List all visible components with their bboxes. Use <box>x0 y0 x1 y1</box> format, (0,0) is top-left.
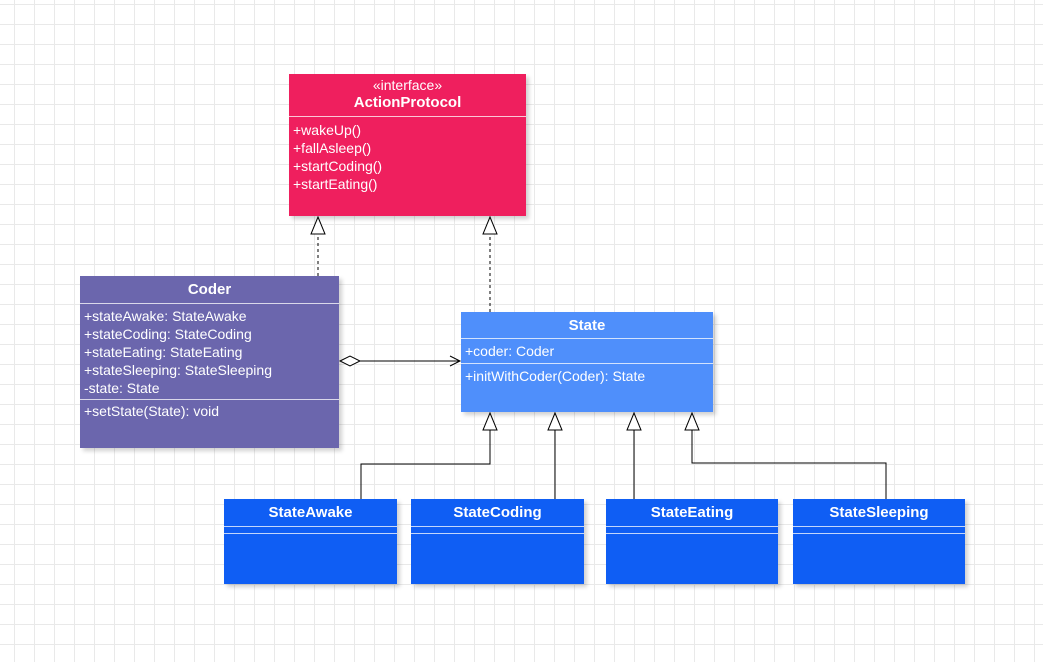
statecoding-generalization-arrowhead <box>547 411 563 431</box>
state-realization-arrowhead <box>482 215 498 235</box>
class-coder[interactable]: Coder +stateAwake: StateAwake +stateCodi… <box>80 276 339 448</box>
statesleeping-generalization-line <box>691 430 887 499</box>
attributes-section <box>224 527 397 534</box>
operation-item: +fallAsleep() <box>293 140 372 156</box>
operation-item: +startCoding() <box>293 158 383 174</box>
attributes-section: +coder: Coder <box>461 339 713 364</box>
class-action-protocol[interactable]: «interface» ActionProtocol +wakeUp() +fa… <box>289 74 526 216</box>
class-header: StateSleeping <box>793 499 965 527</box>
attribute-item: +stateAwake: StateAwake <box>84 308 247 324</box>
attributes-section: +stateAwake: StateAwake +stateCoding: St… <box>80 304 339 400</box>
attributes-section <box>793 527 965 534</box>
attribute-item: -state: State <box>84 380 160 396</box>
class-name: StateCoding <box>453 504 542 521</box>
class-header: StateAwake <box>224 499 397 527</box>
class-name: StateAwake <box>268 504 353 521</box>
stateawake-generalization-line <box>360 430 491 499</box>
operations-section: +wakeUp() +fallAsleep() +startCoding() +… <box>289 117 526 193</box>
attributes-section <box>411 527 584 534</box>
class-state-awake[interactable]: StateAwake <box>224 499 397 584</box>
class-state-coding[interactable]: StateCoding <box>411 499 584 584</box>
attributes-section <box>606 527 778 534</box>
class-header: StateEating <box>606 499 778 527</box>
class-name: ActionProtocol <box>353 94 462 111</box>
stereotype-label: «interface» <box>372 77 443 93</box>
class-header: State <box>461 312 713 339</box>
operations-section: +initWithCoder(Coder): State <box>461 364 713 385</box>
aggregation-diamond <box>338 355 362 367</box>
attribute-item: +coder: Coder <box>465 343 555 359</box>
operations-section: +setState(State): void <box>80 400 339 420</box>
stateawake-generalization-arrowhead <box>482 411 498 431</box>
operation-item: +startEating() <box>293 176 378 192</box>
class-name: Coder <box>187 281 232 298</box>
class-state[interactable]: State +coder: Coder +initWithCoder(Coder… <box>461 312 713 412</box>
class-header: Coder <box>80 276 339 304</box>
class-state-eating[interactable]: StateEating <box>606 499 778 584</box>
class-name: State <box>568 317 606 334</box>
stateeating-generalization-arrowhead <box>626 411 642 431</box>
class-name: StateSleeping <box>829 504 929 521</box>
class-header: StateCoding <box>411 499 584 527</box>
coder-realization-arrowhead <box>310 215 326 235</box>
operation-item: +wakeUp() <box>293 122 362 138</box>
operation-item: +setState(State): void <box>84 403 220 419</box>
attribute-item: +stateCoding: StateCoding <box>84 326 252 342</box>
class-header: «interface» ActionProtocol <box>289 74 526 117</box>
attribute-item: +stateEating: StateEating <box>84 344 243 360</box>
class-name: StateEating <box>650 504 734 521</box>
statesleeping-generalization-arrowhead <box>684 411 700 431</box>
operation-item: +initWithCoder(Coder): State <box>465 368 646 384</box>
aggregation-arrowhead <box>449 355 462 367</box>
class-state-sleeping[interactable]: StateSleeping <box>793 499 965 584</box>
attribute-item: +stateSleeping: StateSleeping <box>84 362 272 378</box>
